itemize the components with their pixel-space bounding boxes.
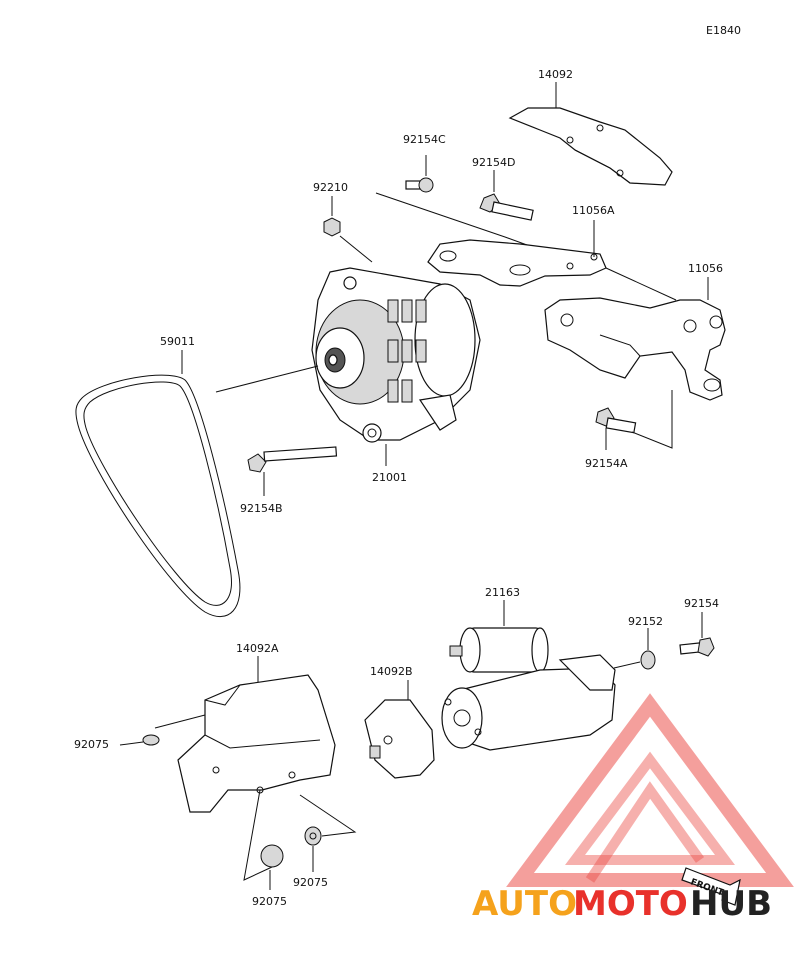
starter-motor-21163 (441, 627, 616, 751)
label-92152: 92152 (628, 615, 663, 628)
washer-92152 (613, 628, 656, 670)
starter-cover-14092B (364, 680, 435, 779)
heat-shield-14092 (508, 107, 673, 186)
grommet-92075-left (119, 734, 160, 746)
label-14092A: 14092A (236, 642, 279, 655)
label-92210: 92210 (313, 181, 348, 194)
watermark-wordmark: AUTO MOTO HUB (472, 884, 772, 924)
watermark-part-3: HUB (690, 884, 772, 924)
nut-92210 (323, 196, 341, 237)
bolt-92154A (595, 407, 637, 450)
watermark-part-2: MOTO (573, 884, 688, 924)
label-11056: 11056 (688, 262, 723, 275)
bolt-92154C (405, 155, 434, 193)
label-21163: 21163 (485, 586, 520, 599)
alternator-21001 (311, 267, 481, 443)
label-59011: 59011 (160, 335, 195, 348)
bracket-11056 (544, 297, 726, 401)
diagram-code: E1840 (706, 24, 741, 37)
watermark-part-1: AUTO (472, 884, 577, 924)
label-92154C: 92154C (403, 133, 446, 146)
bolt-92154B (247, 446, 338, 496)
grommet-92075-bottom (243, 789, 284, 890)
label-92154B: 92154B (240, 502, 283, 515)
heat-shield-14092A (177, 656, 336, 813)
belt-59011 (75, 350, 241, 617)
label-92075-bottom: 92075 (252, 895, 287, 908)
label-92075-right: 92075 (293, 876, 328, 889)
bolt-92154 (679, 612, 715, 657)
bolt-92154D (479, 170, 534, 221)
label-14092B: 14092B (370, 665, 413, 678)
label-92075-left: 92075 (74, 738, 109, 751)
label-21001: 21001 (372, 471, 407, 484)
label-92154D: 92154D (472, 156, 515, 169)
grommet-92075-right (299, 794, 357, 872)
label-92154: 92154 (684, 597, 719, 610)
watermark-logo (506, 693, 794, 887)
label-92154A: 92154A (585, 457, 628, 470)
label-11056A: 11056A (572, 204, 615, 217)
label-14092: 14092 (538, 68, 573, 81)
bracket-11056A (427, 239, 607, 287)
